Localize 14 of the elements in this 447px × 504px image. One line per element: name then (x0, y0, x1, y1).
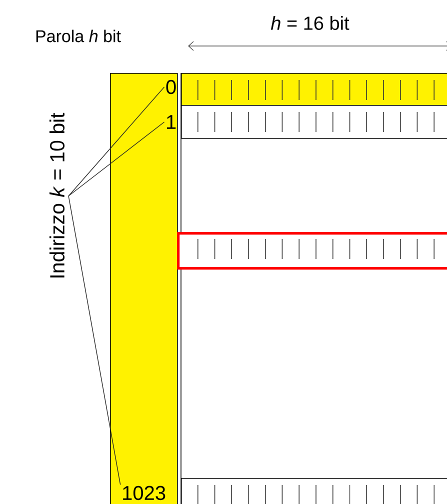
address-column (110, 73, 178, 504)
highlighted-word-row (177, 232, 447, 270)
address-number: 1023 (123, 486, 166, 500)
leader-line (68, 122, 165, 196)
word-size-label: Parola h bit (36, 30, 121, 42)
word-row (181, 105, 447, 139)
address-label: Indirizzo k = 10 bit (49, 112, 65, 278)
address-number: 0 (166, 80, 176, 94)
dimension-label: h = 16 bit (270, 16, 350, 30)
word-row (181, 73, 447, 106)
address-number: 1 (167, 115, 176, 129)
word-row (181, 478, 447, 504)
leader-line (68, 86, 165, 196)
leader-line (68, 196, 121, 486)
